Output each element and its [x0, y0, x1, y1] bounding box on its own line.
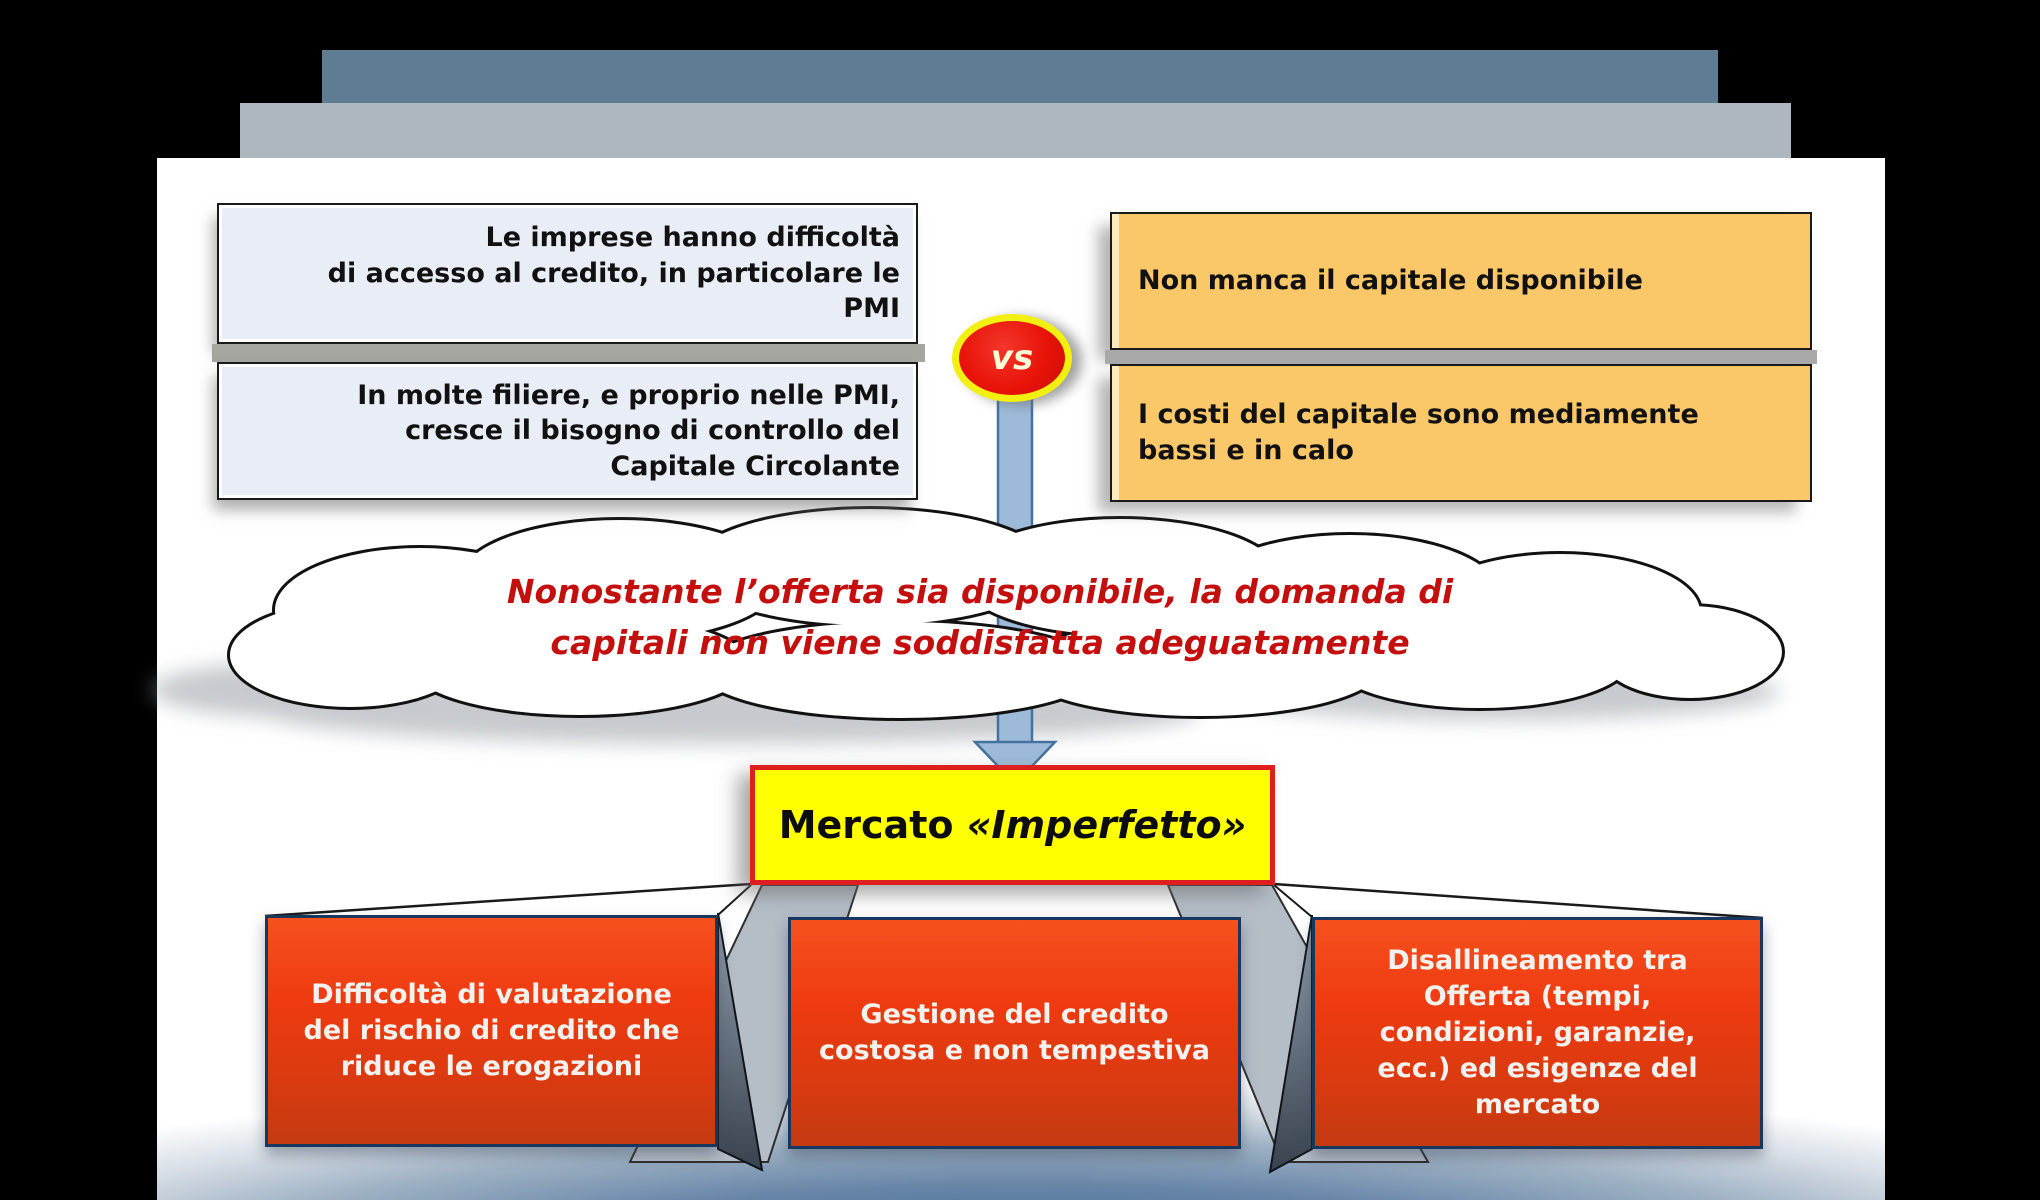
box-capital-available-text: Non manca il capitale disponibile — [1138, 265, 1643, 297]
market-box-text: Mercato «Imperfetto» — [778, 803, 1247, 847]
right-boxes-divider — [1105, 350, 1817, 364]
left-boxes-divider — [212, 344, 925, 362]
top-bar-accent — [322, 50, 1718, 104]
box-capital-costs-text: I costi del capitale sono mediamente bas… — [1138, 399, 1699, 466]
box-credit-access: Le imprese hanno difficoltà di accesso a… — [217, 203, 918, 344]
box-credit-management-text: Gestione del credito costosa e non tempe… — [819, 999, 1210, 1066]
box-working-capital-text: In molte filiere, e proprio nelle PMI, c… — [357, 379, 900, 482]
box-capital-costs: I costi del capitale sono mediamente bas… — [1110, 364, 1812, 502]
box-capital-available: Non manca il capitale disponibile — [1110, 212, 1812, 350]
box-misalignment-text: Disallineamento tra Offerta (tempi, cond… — [1377, 945, 1698, 1120]
vs-badge-label: vs — [990, 338, 1034, 378]
box-risk-valuation: Difficoltà di valutazione del rischio di… — [265, 915, 718, 1147]
top-bar-light — [240, 103, 1791, 158]
cloud-text: Nonostante l’offerta sia disponibile, la… — [506, 572, 1454, 663]
box-credit-management: Gestione del credito costosa e non tempe… — [788, 917, 1241, 1149]
box-credit-access-text: Le imprese hanno difficoltà di accesso a… — [327, 222, 900, 325]
box-risk-valuation-text: Difficoltà di valutazione del rischio di… — [303, 979, 680, 1082]
market-imperfetto-box: Mercato «Imperfetto» — [750, 765, 1275, 885]
box-working-capital: In molte filiere, e proprio nelle PMI, c… — [217, 362, 918, 500]
box-misalignment: Disallineamento tra Offerta (tempi, cond… — [1312, 917, 1763, 1149]
vs-badge: vs — [952, 314, 1072, 402]
